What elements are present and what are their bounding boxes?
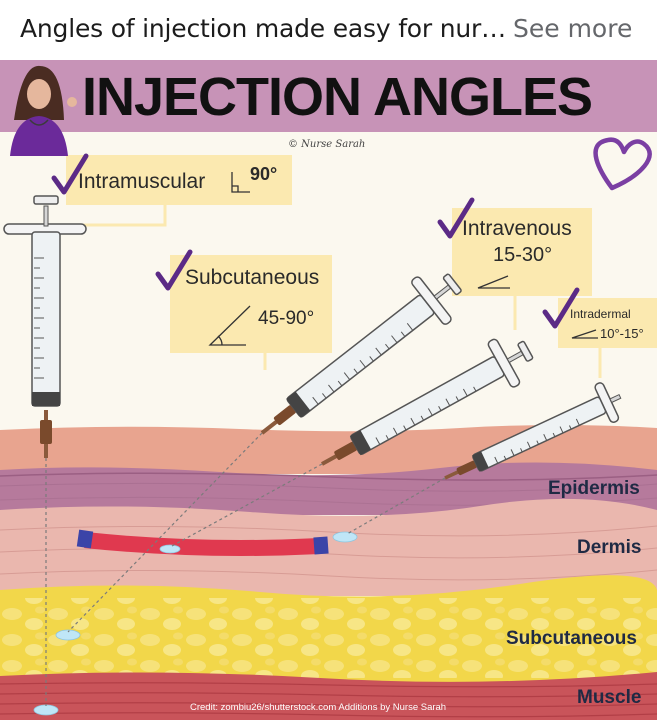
- layer-label-dermis: Dermis: [577, 537, 642, 558]
- syringe-subcutaneous: [260, 273, 462, 435]
- medication-droplets: [33, 531, 358, 716]
- angle-subcutaneous: 45-90°: [258, 308, 315, 329]
- image-credit: Credit: zombiu26/shutterstock.com Additi…: [190, 702, 447, 713]
- angle-icon: [208, 172, 598, 346]
- syringe-intravenous: [321, 338, 534, 466]
- label-intravenous: Intravenous: [462, 217, 572, 240]
- label-intramuscular: Intramuscular: [78, 170, 206, 193]
- blood-vessel: [76, 529, 329, 556]
- label-boxes: [66, 155, 657, 353]
- title-banner: [0, 60, 657, 132]
- post-title: Angles of injection made easy for nur…: [20, 14, 506, 43]
- infographic-image[interactable]: INJECTION ANGLES © Nurse Sarah Intramusc…: [0, 60, 657, 720]
- needle-tracks: [45, 432, 446, 706]
- label-subcutaneous: Subcutaneous: [185, 266, 320, 289]
- post-header: Angles of injection made easy for nur… S…: [0, 0, 657, 60]
- checkmark-icon: [51, 153, 580, 329]
- infographic-title: INJECTION ANGLES: [82, 67, 593, 127]
- label-intradermal: Intradermal: [570, 307, 631, 321]
- angle-intramuscular: 90°: [250, 164, 278, 184]
- signature: © Nurse Sarah: [288, 139, 366, 150]
- angle-intradermal: 10°-15°: [600, 326, 644, 341]
- layer-label-subcutaneous: Subcutaneous: [506, 628, 637, 649]
- skin-layers: [0, 425, 657, 720]
- layer-label-epidermis: Epidermis: [548, 478, 640, 499]
- syringe-intramuscular: [3, 195, 87, 458]
- see-more-link[interactable]: See more: [513, 14, 633, 43]
- nurse-avatar: [10, 65, 77, 156]
- injection-diagram: [0, 65, 657, 720]
- layer-label-muscle: Muscle: [577, 687, 642, 708]
- heart-icon: [593, 137, 652, 191]
- angle-intravenous: 15-30°: [493, 244, 553, 266]
- label-connectors: [75, 205, 602, 378]
- syringe-intradermal: [444, 382, 622, 480]
